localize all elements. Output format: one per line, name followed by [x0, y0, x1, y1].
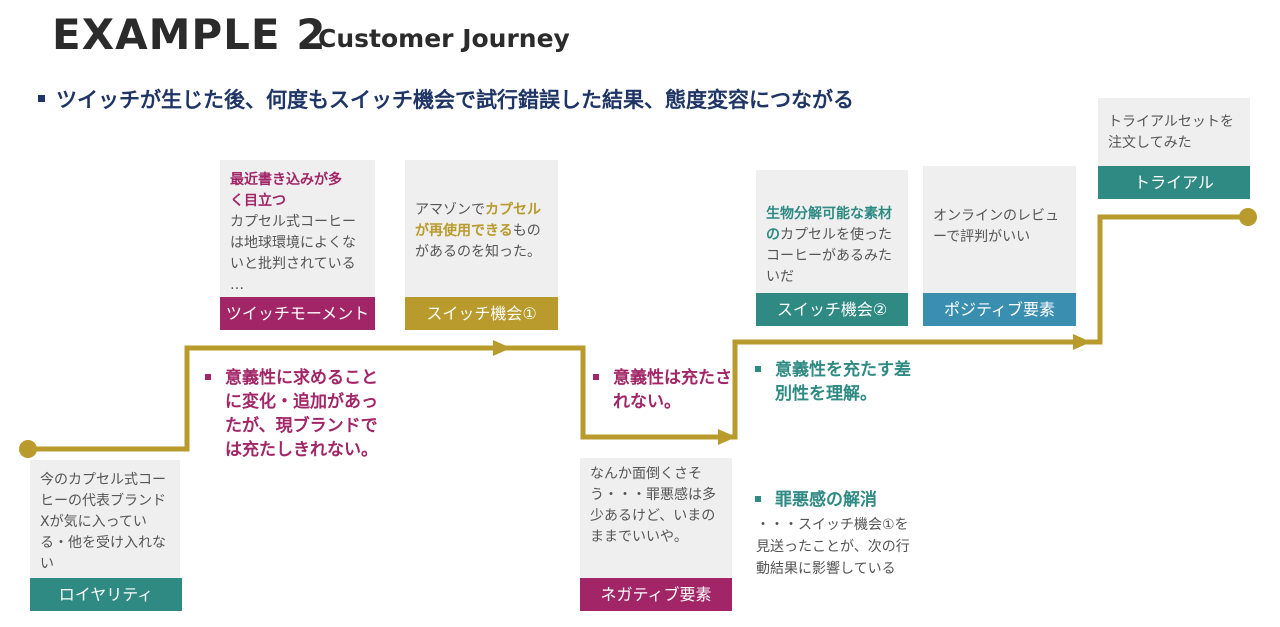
negative-text: なんか面倒くさそう・・・罪悪感は多少あるけど、いまのままでいいや。: [590, 466, 716, 545]
note-4-bullet: [755, 496, 761, 502]
switch1-bold: カプセルが再使用できる: [415, 202, 541, 239]
page-title: EXAMPLE 2: [52, 10, 327, 59]
switch1-post: ものがあるのを知った。: [415, 223, 541, 260]
note-4-title-text: 罪悪感の解消: [775, 490, 877, 510]
note-3-bullet: [755, 366, 761, 372]
path-arrow-1: [493, 340, 511, 356]
note-2: 意義性は充たされない。: [593, 366, 733, 414]
twitch-bold: 最近書き込みが多く目立つ: [230, 172, 342, 209]
note-2-bullet: [593, 374, 599, 380]
note-1: 意義性に求めることに変化・追加があったが、現ブランドでは充たしきれない。: [205, 366, 385, 462]
note-3-text: 意義性を充たす差別性を理解。: [775, 360, 911, 404]
positive-card: オンラインのレビューで評判がいい: [923, 166, 1076, 296]
switch1-pre: アマゾンで: [415, 202, 485, 218]
twitch-card: 最近書き込みが多く目立つ カプセル式コーヒーは地球環境によくないと批判されている…: [220, 160, 375, 300]
trial-label: トライアル: [1098, 166, 1250, 199]
path-arrow-2: [718, 429, 736, 445]
headline: ツイッチが生じた後、何度もスイッチ機会で試行錯誤した結果、態度変容につながる: [56, 88, 854, 112]
note-1-bullet: [205, 374, 211, 380]
switch1-label: スイッチ機会①: [405, 297, 558, 330]
switch2-bold: 生物分解可能な素材の: [766, 206, 892, 243]
loyalty-text: 今のカプセル式コーヒーの代表ブランドXが気に入っている・他を受け入れない: [40, 472, 166, 572]
negative-label: ネガティブ要素: [580, 578, 732, 611]
switch1-card: アマゾンでカプセルが再使用できるものがあるのを知った。: [405, 160, 558, 298]
twitch-text: カプセル式コーヒーは地球環境によくないと批判されている …: [230, 214, 356, 293]
note-4-title: 罪悪感の解消: [755, 488, 935, 512]
negative-card: なんか面倒くさそう・・・罪悪感は多少あるけど、いまのままでいいや。: [580, 458, 732, 582]
note-2-text: 意義性は充たされない。: [613, 368, 732, 412]
loyalty-card: 今のカプセル式コーヒーの代表ブランドXが気に入っている・他を受け入れない: [30, 460, 180, 578]
note-1-text: 意義性に求めることに変化・追加があったが、現ブランドでは充たしきれない。: [225, 368, 378, 460]
path-end-dot: [1239, 208, 1257, 226]
note-4-text: ・・・スイッチ機会①を見送ったことが、次の行動結果に影響している: [756, 517, 910, 577]
path-arrow-3: [1073, 334, 1091, 350]
switch2-label: スイッチ機会②: [756, 293, 908, 326]
headline-bullet: [38, 95, 45, 102]
switch2-text: カプセルを使ったコーヒーがあるみたいだ: [766, 227, 892, 285]
page-subtitle: Customer Journey: [318, 24, 570, 53]
path-start-dot: [19, 440, 37, 458]
loyalty-label: ロイヤリティ: [30, 578, 182, 611]
trial-text: トライアルセットを注文してみた: [1108, 114, 1234, 151]
twitch-label: ツイッチモーメント: [220, 297, 375, 330]
positive-text: オンラインのレビューで評判がいい: [933, 208, 1059, 245]
positive-label: ポジティブ要素: [923, 293, 1076, 326]
trial-card: トライアルセットを注文してみた: [1098, 98, 1250, 168]
note-3: 意義性を充たす差別性を理解。: [755, 358, 915, 406]
switch2-card: 生物分解可能な素材のカプセルを使ったコーヒーがあるみたいだ: [756, 170, 908, 296]
